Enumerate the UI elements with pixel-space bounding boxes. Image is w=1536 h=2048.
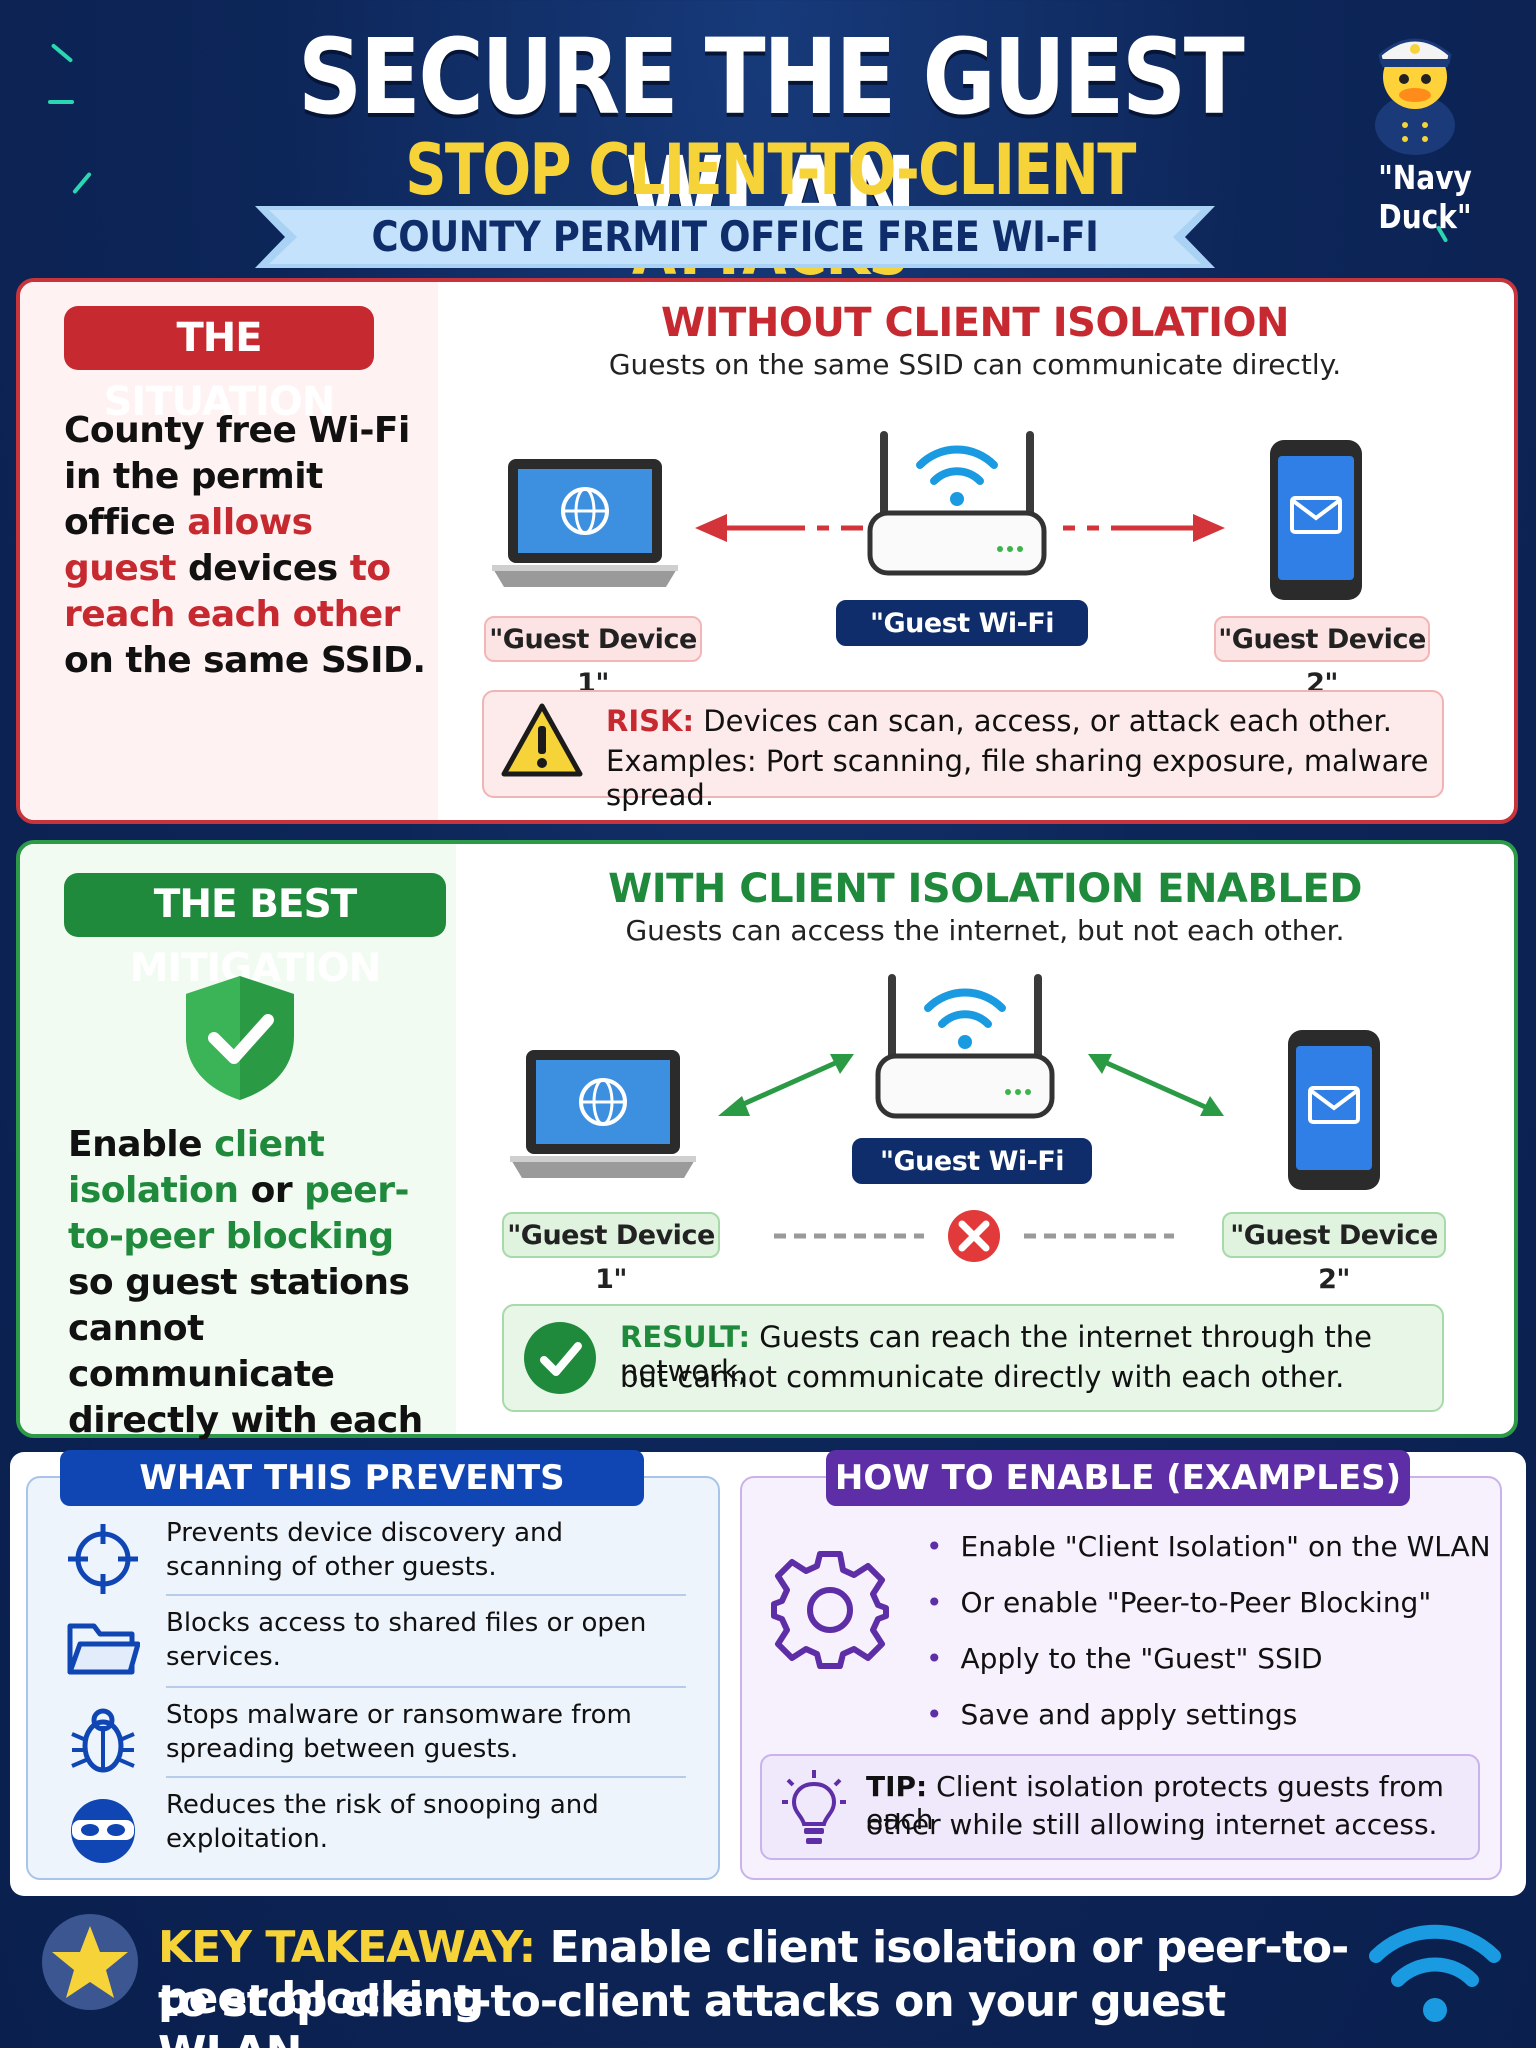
enable-step: •Enable "Client Isolation" on the WLAN (926, 1530, 1491, 1563)
star-icon (42, 1914, 138, 2010)
prevents-item-text: Prevents device discovery and scanning o… (166, 1518, 563, 1582)
risk-callout (482, 690, 1444, 798)
guest-device-2-label: "Guest Device 2" (1214, 616, 1430, 699)
guest-device-1-label: "Guest Device 1" (502, 1212, 720, 1295)
result-callout (502, 1304, 1444, 1412)
spy-mask-icon (71, 1799, 135, 1863)
gear-icon (771, 1551, 889, 1669)
tip-text-line2: other while still allowing internet acce… (866, 1808, 1438, 1841)
risk-text-line1: RISK: Devices can scan, access, or attac… (606, 704, 1393, 738)
ribbon-text: COUNTY PERMIT OFFICE FREE WI-FI (371, 212, 1099, 261)
check-circle-icon (524, 1322, 596, 1394)
without-isolation-subtitle: Guests on the same SSID can communicate … (608, 348, 1342, 381)
situation-text: County free Wi-Fi in the permit office a… (64, 410, 426, 681)
tip-callout (760, 1754, 1480, 1860)
prevents-tag: WHAT THIS PREVENTS (60, 1450, 644, 1506)
divider (166, 1776, 686, 1778)
tip-text-line1: TIP: Client isolation protects guests fr… (866, 1770, 1444, 1836)
phone-to-router-green-arrow (1088, 1054, 1224, 1116)
enable-step: •Or enable "Peer-to-Peer Blocking" (926, 1586, 1432, 1619)
bidirectional-red-arrow (695, 514, 1225, 542)
mitigation-tag: THE BEST MITIGATION (64, 873, 446, 991)
prevents-item: Reduces the risk of snooping and exploit… (60, 1784, 690, 1874)
blocked-connection-line (774, 1210, 1174, 1262)
prevents-item: Blocks access to shared files or open se… (60, 1602, 690, 1692)
prevents-item-text: Reduces the risk of snooping and exploit… (166, 1790, 599, 1854)
bug-icon (71, 1708, 135, 1773)
location-ribbon: COUNTY PERMIT OFFICE FREE WI-FI (255, 206, 1215, 268)
situation-tag: THE SITUATION (64, 306, 374, 425)
risk-text-line2: Examples: Port scanning, file sharing ex… (606, 744, 1429, 812)
router-icon (867, 431, 1047, 576)
smartphone-icon (1288, 1030, 1380, 1190)
guest-device-1-label: "Guest Device 1" (484, 616, 702, 699)
with-isolation-title: WITH CLIENT ISOLATION ENABLED (608, 866, 1362, 912)
shield-check-icon (186, 976, 294, 1100)
spark-decoration (72, 171, 92, 195)
prevents-item: Stops malware or ransomware from spreadi… (60, 1694, 690, 1784)
prevents-item: Prevents device discovery and scanning o… (60, 1512, 690, 1602)
prevents-item-text: Stops malware or ransomware from spreadi… (166, 1700, 632, 1764)
with-isolation-subtitle: Guests can access the internet, but not … (625, 914, 1345, 947)
result-text-line2: but cannot communicate directly with eac… (620, 1360, 1345, 1394)
lightbulb-icon (782, 1770, 846, 1844)
divider (166, 1594, 686, 1596)
prevents-item-text: Blocks access to shared files or open se… (166, 1608, 647, 1672)
crosshair-icon (68, 1524, 138, 1594)
laptop-to-router-green-arrow (718, 1054, 854, 1116)
folder-icon (67, 1623, 140, 1675)
mitigation-side (20, 844, 456, 1434)
guest-device-2-label: "Guest Device 2" (1222, 1212, 1446, 1295)
spark-decoration (48, 100, 74, 104)
mascot-label: "Navy Duck" (1378, 158, 1472, 236)
guest-wifi-ssid-label: "Guest Wi-Fi SSID" (852, 1138, 1092, 1221)
mitigation-text: Enable client isolation or peer-to-peer … (68, 1124, 423, 1487)
divider (166, 1686, 686, 1688)
page-title: SECURE THE GUEST WLAN (297, 16, 1245, 256)
laptop-icon (492, 459, 678, 587)
result-text-line1: RESULT: Guests can reach the internet th… (620, 1320, 1372, 1388)
router-icon (875, 974, 1055, 1119)
key-takeaway-line2: to stop client-to-client attacks on your… (158, 1976, 1226, 2048)
without-isolation-title: WITHOUT CLIENT ISOLATION (661, 300, 1289, 346)
situation-side (20, 282, 438, 820)
spark-decoration (50, 43, 74, 63)
key-takeaway-line1: KEY TAKEAWAY: Enable client isolation or… (158, 1922, 1349, 2024)
smartphone-icon (1270, 440, 1362, 600)
warning-icon (501, 703, 583, 777)
navy-duck-mascot-icon (1375, 38, 1455, 155)
wifi-icon (1369, 1924, 1501, 2022)
enable-step: •Save and apply settings (926, 1698, 1298, 1731)
enable-tag: HOW TO ENABLE (EXAMPLES) (826, 1450, 1410, 1506)
laptop-icon (510, 1050, 696, 1178)
enable-step: •Apply to the "Guest" SSID (926, 1642, 1323, 1675)
guest-wifi-ssid-label: "Guest Wi-Fi SSID" (836, 600, 1088, 683)
